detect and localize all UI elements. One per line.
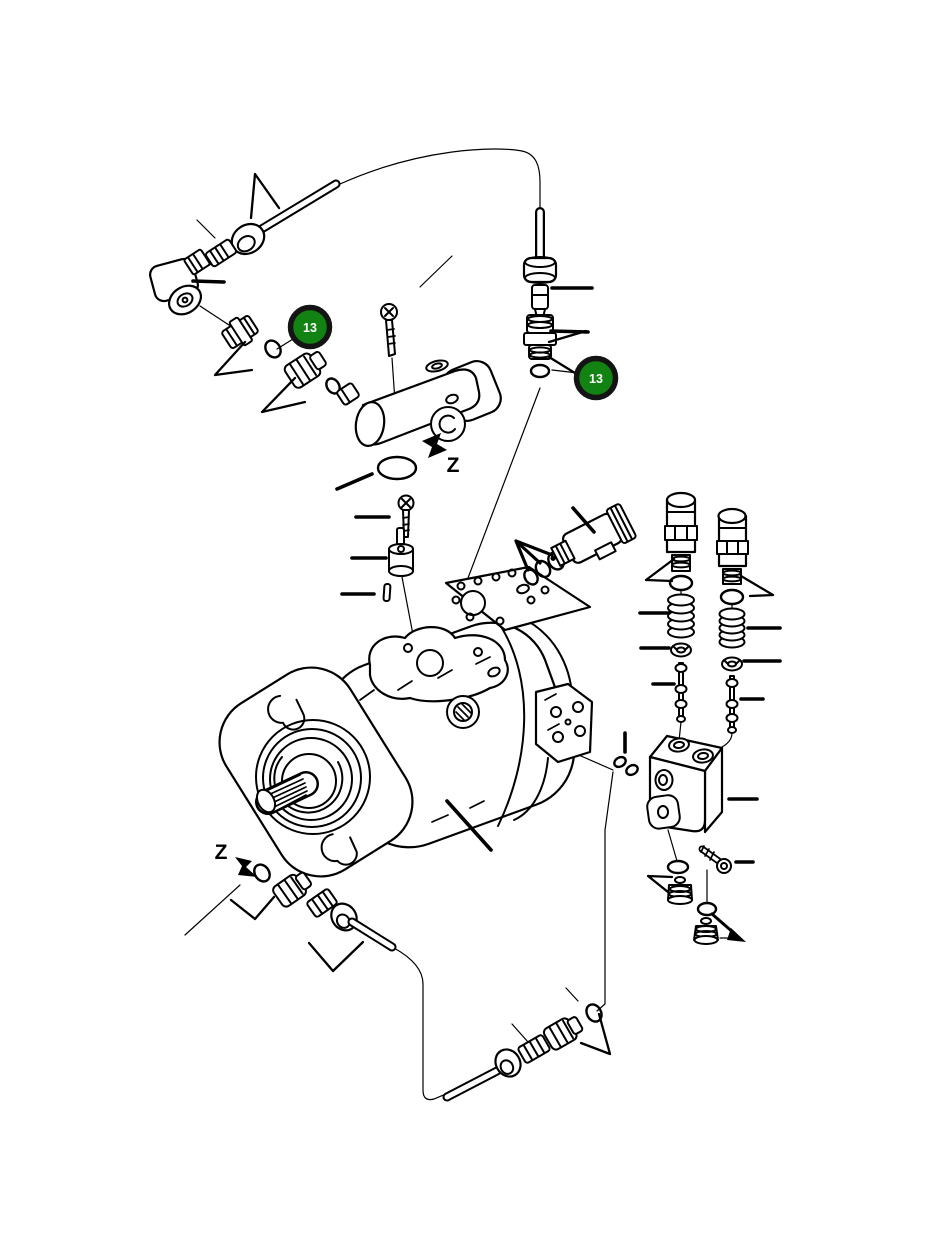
- badge-circle[interactable]: [287, 304, 333, 350]
- elbow-fitting: [149, 248, 211, 316]
- side-port-boss: [446, 695, 480, 729]
- o-ring: [666, 859, 690, 875]
- solenoid-valve: [550, 503, 637, 567]
- view-marker-label: Z: [215, 841, 228, 864]
- orifice-bushing: [388, 527, 414, 577]
- front-mounting-flange: [218, 666, 414, 878]
- view-marker-z-top: Z: [422, 433, 460, 477]
- leader-o-ring: [335, 472, 374, 491]
- o-ring: [264, 339, 282, 359]
- connector-fitting: [517, 1034, 551, 1064]
- tube-sleeve-fitting: [205, 238, 237, 268]
- plug-fitting: [542, 1016, 584, 1051]
- relief-valve-stack-a: [638, 491, 698, 742]
- leader-elbow: [191, 279, 226, 284]
- upper-right-tube-assembly: [522, 207, 594, 383]
- o-ring: [696, 901, 718, 917]
- leader-pump-body: [445, 799, 493, 852]
- orifice-pin: [382, 582, 392, 603]
- orifice-plug: [667, 876, 693, 905]
- assembly-axis-arrow: [739, 574, 775, 598]
- valve-spool: [725, 675, 739, 734]
- tube-nut: [494, 1048, 522, 1078]
- badge-number[interactable]: 13: [589, 372, 603, 386]
- orifice-parts-column: [340, 494, 415, 641]
- view-arrow-icon: [422, 433, 447, 458]
- steel-tube: [347, 917, 397, 952]
- hose-routing-lines: [199, 148, 614, 1101]
- tube-sleeve: [531, 284, 549, 319]
- o-ring: [668, 574, 694, 592]
- assembly-axis-arrow: [196, 172, 281, 239]
- assembly-axis-arrow: [213, 340, 254, 377]
- steel-tube: [442, 1066, 502, 1102]
- spring-seat-washer: [721, 656, 743, 672]
- rear-port-block: [534, 682, 594, 764]
- callout-badge-right[interactable]: 13: [551, 355, 619, 401]
- valve-spring: [718, 607, 746, 649]
- view-marker-label: Z: [447, 454, 460, 477]
- solenoid-valve-group: [514, 503, 637, 586]
- lower-left-hose-assembly: Z: [184, 841, 397, 973]
- valve-spool: [674, 662, 688, 723]
- o-ring-fan-arrows: [514, 539, 554, 572]
- valve-plug: [664, 491, 698, 572]
- tube-nut: [522, 256, 558, 284]
- pump-body: [218, 616, 594, 878]
- assembly-axis-arrow: [307, 940, 365, 973]
- block-o-rings-pair: [613, 731, 639, 777]
- o-ring: [719, 588, 745, 606]
- view-marker-z-bottom: Z: [215, 841, 257, 877]
- relief-valve-stack-b: [710, 507, 782, 754]
- valve-block: [646, 734, 724, 834]
- block-mount-bolt: [698, 845, 732, 874]
- assembly-axis-arrow: [260, 376, 307, 414]
- orifice-plug: [693, 917, 719, 945]
- o-ring: [253, 863, 271, 883]
- threaded-adapter: [523, 314, 557, 360]
- plug-fitting: [272, 871, 312, 908]
- o-ring: [529, 363, 551, 379]
- connector-fitting: [306, 888, 338, 918]
- lower-middle-hose-assembly: [442, 987, 612, 1102]
- assembly-axis-arrow: [579, 1012, 612, 1056]
- assembly-axis-arrow: [646, 874, 675, 898]
- valve-spring: [667, 593, 695, 639]
- tee-fitting-body: [354, 359, 502, 447]
- callout-badge-left[interactable]: 13: [276, 304, 333, 350]
- bushing: [336, 382, 360, 406]
- leader-solenoid: [571, 506, 596, 534]
- badge-number[interactable]: 13: [303, 321, 317, 335]
- tube-nut: [230, 222, 266, 256]
- o-ring: [585, 1003, 603, 1023]
- spring-seat-washer: [670, 642, 692, 658]
- valve-plug: [716, 507, 749, 585]
- splined-shaft: [255, 771, 319, 815]
- connector-fitting: [221, 315, 259, 349]
- valve-block-group: [613, 731, 759, 945]
- insertion-arrow: [710, 912, 746, 942]
- flange-bolt: [380, 303, 398, 357]
- pump-top-face-plate: [368, 626, 509, 703]
- tee-fitting-group: [335, 255, 502, 491]
- assembly-axis-arrow: [644, 557, 676, 583]
- assembly-axis-arrow: [229, 895, 276, 921]
- upper-left-tube-assembly: [149, 172, 341, 316]
- badge-circle[interactable]: [573, 355, 619, 401]
- port-mounting-plate: [444, 565, 592, 632]
- adapter-fitting-train-left: [213, 315, 360, 414]
- view-arrow-icon: [235, 857, 257, 877]
- o-ring-large: [376, 455, 418, 481]
